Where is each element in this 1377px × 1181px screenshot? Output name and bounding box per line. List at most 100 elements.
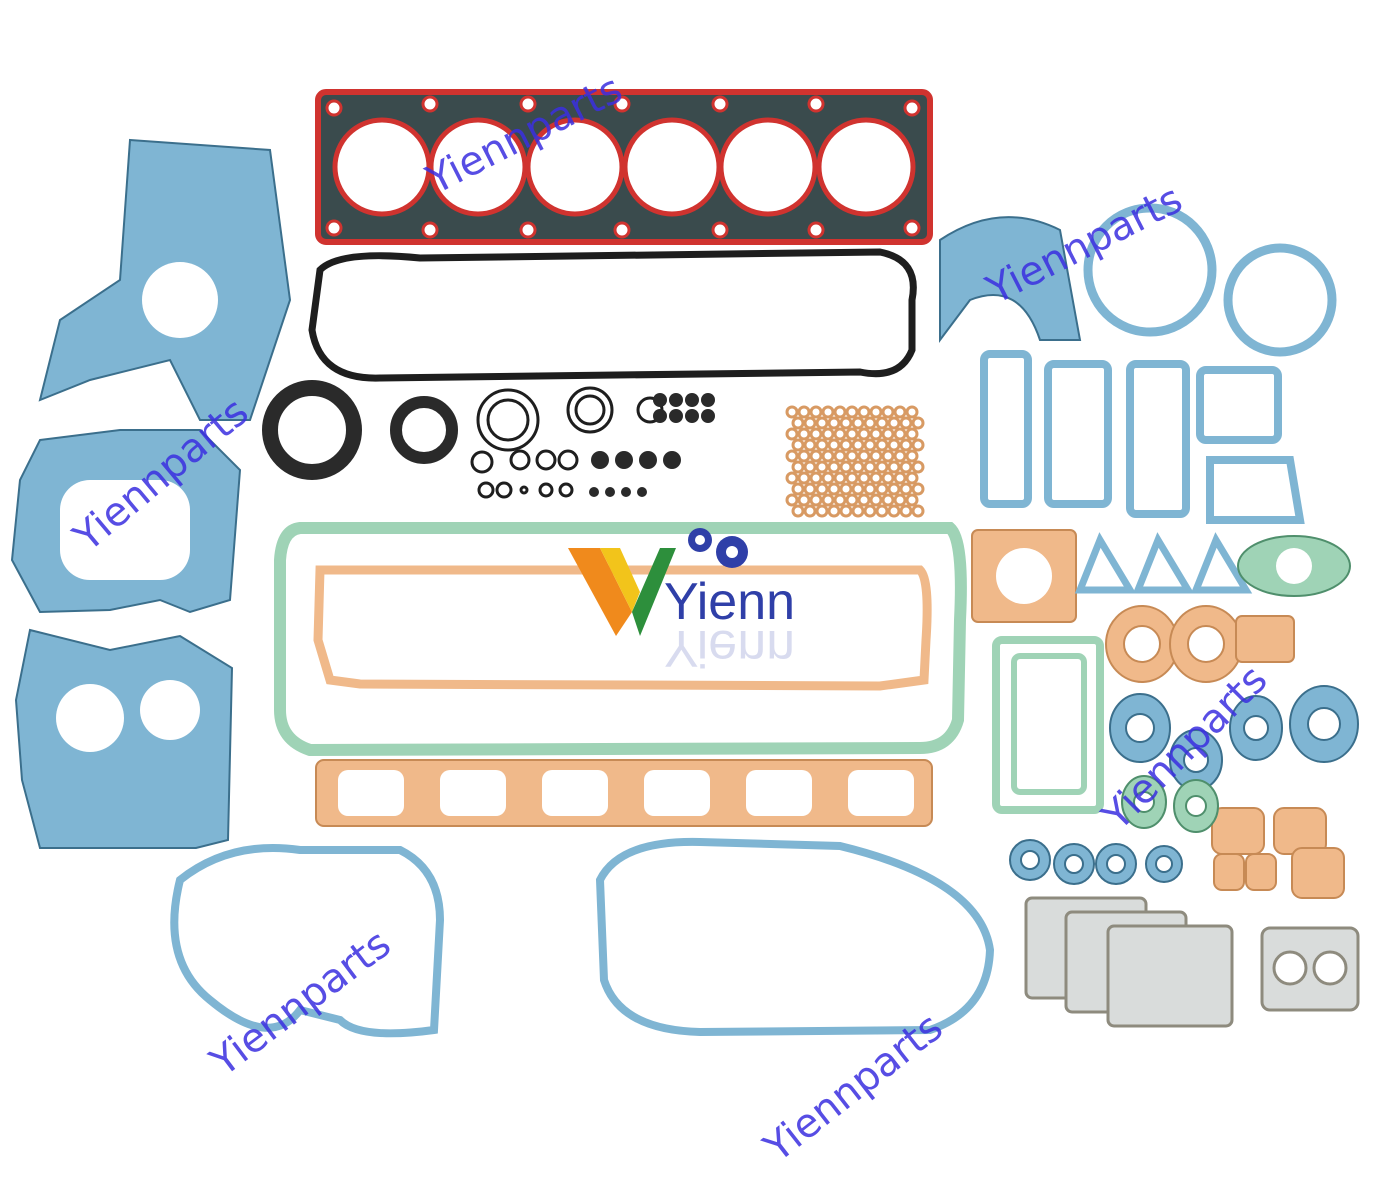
copper-washer [857,471,871,485]
right-mid-gaskets [971,529,1351,814]
copper-washer [845,405,859,419]
copper-washer [857,493,871,507]
copper-washer [893,405,907,419]
copper-washer [839,482,853,496]
copper-washer [821,449,835,463]
copper-washer [905,427,919,441]
copper-washer [791,416,805,430]
copper-washer [809,471,823,485]
rear-plate-hole-right [140,680,200,740]
copper-washer [911,460,925,474]
copper-washer [863,438,877,452]
copper-washer [893,493,907,507]
copper-washer [899,438,913,452]
copper-washer [821,405,835,419]
front-cover-gasket-left [170,844,445,1038]
copper-washer [881,493,895,507]
copper-washer [839,460,853,474]
copper-washer [809,449,823,463]
copper-washer [815,438,829,452]
copper-washer [869,493,883,507]
copper-washer [797,493,811,507]
copper-washer [899,416,913,430]
copper-washer [827,482,841,496]
copper-washer [857,405,871,419]
logo-text-reflection: Yienn [664,619,796,677]
copper-washer [803,416,817,430]
copper-washer [887,482,901,496]
copper-washer [785,405,799,419]
copper-washer [857,427,871,441]
copper-washer [881,427,895,441]
copper-washer [839,504,853,518]
copper-washer [821,471,835,485]
copper-washer [869,405,883,419]
small-blue-gaskets [1009,685,1359,885]
copper-washer [803,482,817,496]
copper-washer [839,416,853,430]
copper-washers [785,405,925,518]
copper-washer [845,471,859,485]
crankshaft-seals [262,380,458,480]
copper-washer [881,449,895,463]
copper-washer [791,504,805,518]
copper-washer [857,449,871,463]
copper-washer [911,416,925,430]
copper-washer [833,449,847,463]
copper-washer [845,449,859,463]
copper-washer [815,504,829,518]
front-cover-gasket-right [595,837,995,1037]
copper-washer [851,482,865,496]
cylinder-head-gasket [315,89,933,245]
copper-washer [887,438,901,452]
logo-text: Yienn [664,573,796,631]
copper-washer [905,405,919,419]
copper-washer [851,504,865,518]
copper-washer [839,438,853,452]
copper-washer [809,427,823,441]
valve-cover-gasket [308,248,917,382]
copper-washer [893,471,907,485]
copper-washer [833,427,847,441]
copper-washer [803,460,817,474]
copper-washer [833,493,847,507]
copper-washer [887,460,901,474]
copper-washer [905,471,919,485]
copper-washer [893,449,907,463]
copper-washer [887,416,901,430]
copper-washer [863,416,877,430]
right-blue-gaskets [939,203,1337,524]
copper-washer [803,438,817,452]
copper-washer [905,493,919,507]
copper-washer [833,405,847,419]
copper-washer [833,471,847,485]
copper-washer [791,482,805,496]
copper-washer [851,438,865,452]
copper-washer [905,449,919,463]
copper-washer [827,438,841,452]
copper-washer [797,449,811,463]
copper-washer [851,416,865,430]
copper-washer [827,416,841,430]
copper-washer [785,493,799,507]
copper-washer [899,504,913,518]
copper-washer [809,405,823,419]
copper-washer [869,427,883,441]
copper-washer [863,504,877,518]
water-pump-opening [60,480,190,580]
copper-washer [797,427,811,441]
inner-oil-pan-gasket [313,565,932,691]
copper-washer [821,427,835,441]
copper-washer [803,504,817,518]
copper-washer [899,460,913,474]
copper-washer [863,482,877,496]
copper-washer [911,482,925,496]
copper-washer [869,449,883,463]
copper-washer [797,405,811,419]
copper-washer [875,482,889,496]
small-green-gaskets [1121,775,1219,833]
copper-washer [791,438,805,452]
copper-washer [785,471,799,485]
copper-washer [899,482,913,496]
